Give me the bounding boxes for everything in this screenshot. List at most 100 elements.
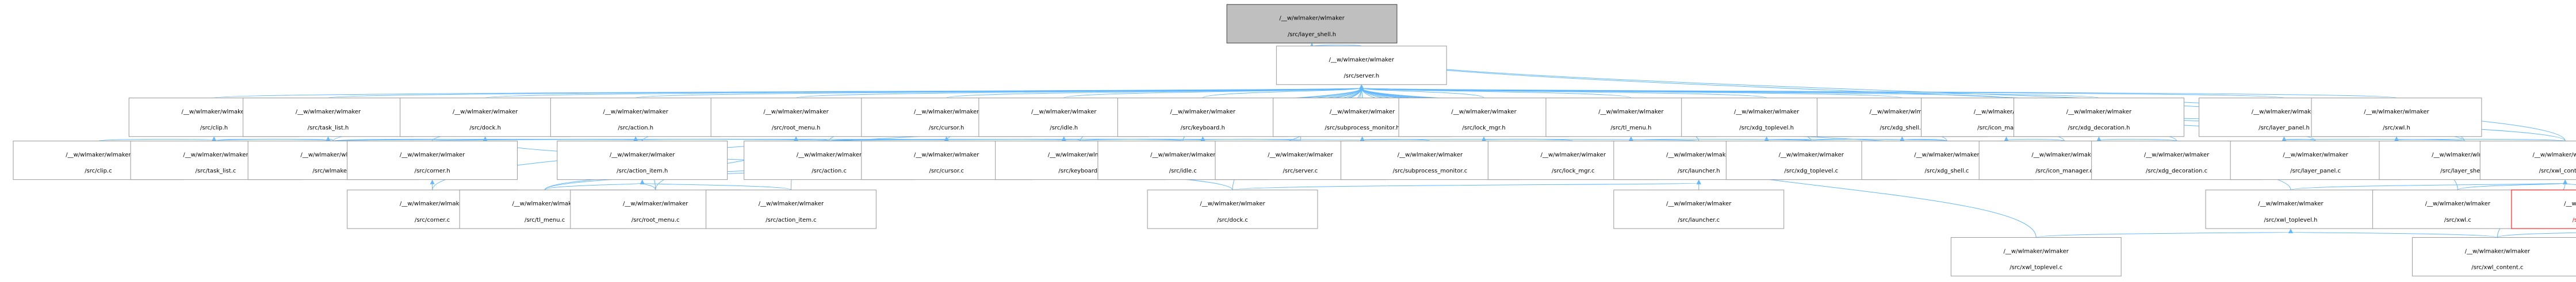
node-xwl-content-h[interactable]: /__w/wlmaker/wlmaker/src/xwl_content.h <box>2479 141 2576 180</box>
node-label-file: /src/idle.c <box>1169 168 1197 175</box>
node-label-path: /__w/wlmaker/wlmaker <box>1268 152 1333 158</box>
node-dock-c[interactable]: /__w/wlmaker/wlmaker/src/dock.c <box>1147 190 1318 229</box>
node-label-path: /__w/wlmaker/wlmaker <box>2004 248 2069 254</box>
node-label-file: /src/task_list.c <box>196 168 236 175</box>
edge-arrowhead <box>1360 136 1365 141</box>
edge-arrowhead <box>1696 179 1701 184</box>
node-label-file: /src/icon_manager.h <box>1977 125 2035 132</box>
node-box <box>1147 190 1318 229</box>
node-label-file: /src/xwl_popup.h <box>2573 217 2576 223</box>
node-xwl-content-c[interactable]: /__w/wlmaker/wlmaker/src/xwl_content.c <box>2412 237 2576 277</box>
node-label-path: /__w/wlmaker/wlmaker <box>2252 109 2317 115</box>
node-box <box>2511 190 2576 229</box>
node-label-file: /src/layer_panel.h <box>2259 125 2310 132</box>
node-label-path: /__w/wlmaker/wlmaker <box>1170 109 1236 115</box>
edge-xwl-popup-h-to-xwl-content-c <box>2497 232 2576 238</box>
edge-arrowhead <box>326 136 331 141</box>
node-launcher-c[interactable]: /__w/wlmaker/wlmaker/src/launcher.c <box>1613 190 1785 229</box>
node-keyboard-h[interactable]: /__w/wlmaker/wlmaker/src/keyboard.h <box>1117 98 1288 137</box>
edge-arrowhead <box>2563 179 2568 184</box>
node-label-file: /src/xwl_content.h <box>2539 168 2576 175</box>
node-box <box>1117 98 1288 137</box>
node-label-file: /src/root_menu.h <box>772 125 820 132</box>
node-box <box>1613 190 1785 229</box>
node-label-file: /src/dock.h <box>469 125 501 132</box>
node-task-list-h[interactable]: /__w/wlmaker/wlmaker/src/task_list.h <box>243 98 414 137</box>
edge-clip-h-to-clip-c <box>98 138 215 141</box>
node-label-path: /__w/wlmaker/wlmaker <box>914 109 979 115</box>
node-action-item-c[interactable]: /__w/wlmaker/wlmaker/src/action_item.c <box>706 190 876 229</box>
edge-launcher-h-to-dock-c <box>1232 183 1700 191</box>
node-corner-h[interactable]: /__w/wlmaker/wlmaker/src/corner.h <box>347 141 518 180</box>
node-label-path: /__w/wlmaker/wlmaker <box>2283 152 2348 158</box>
node-label-path: /__w/wlmaker/wlmaker <box>623 201 688 207</box>
node-box <box>2311 98 2482 137</box>
node-label-file: /src/subprocess_monitor.c <box>1393 168 1468 175</box>
node-label-file: /src/icon_manager.c <box>2035 168 2093 175</box>
node-label-file: /src/xdg_toplevel.h <box>1739 125 1794 132</box>
node-label-file: /src/xwl.h <box>2383 125 2410 132</box>
node-box <box>1276 45 1447 85</box>
edge-xwl-h-to-xwl-content-h <box>2396 138 2566 141</box>
edge-arrowhead <box>1482 136 1487 141</box>
node-action-h[interactable]: /__w/wlmaker/wlmaker/src/action.h <box>550 98 721 137</box>
node-action-item-h[interactable]: /__w/wlmaker/wlmaker/src/action_item.h <box>557 141 728 180</box>
node-label-path: /__w/wlmaker/wlmaker <box>300 152 366 158</box>
node-label-path: /__w/wlmaker/wlmaker <box>2465 248 2531 254</box>
edge-arrowhead <box>2282 136 2287 141</box>
edge-server-h-to-xwl-h <box>1361 87 2397 99</box>
edge-arrowhead <box>1628 136 1633 141</box>
node-label-path: /__w/wlmaker/wlmaker <box>1734 109 1800 115</box>
node-label-file: /src/lock_mgr.c <box>1552 168 1594 175</box>
node-label-path: /__w/wlmaker/wlmaker <box>2144 152 2210 158</box>
node-box <box>2014 98 2184 137</box>
node-label-path: /__w/wlmaker/wlmaker <box>1329 57 1395 63</box>
graph-nodes: /__w/wlmaker/wlmaker/src/layer_shell.h/_… <box>13 4 2576 277</box>
edge-server-h-to-keyboard-h <box>1202 87 1362 99</box>
node-xwl-h[interactable]: /__w/wlmaker/wlmaker/src/xwl.h <box>2311 98 2482 137</box>
node-layer-panel-c[interactable]: /__w/wlmaker/wlmaker/src/layer_panel.c <box>2230 141 2401 180</box>
node-label-file: /src/xwl_toplevel.c <box>2009 265 2062 271</box>
node-label-file: /src/layer_panel.c <box>2290 168 2341 175</box>
node-label-path: /__w/wlmaker/wlmaker <box>181 109 247 115</box>
node-root-menu-h[interactable]: /__w/wlmaker/wlmaker/src/root_menu.h <box>710 98 882 137</box>
node-layer-shell-h[interactable]: /__w/wlmaker/wlmaker/src/layer_shell.h <box>1226 4 1398 44</box>
node-label-path: /__w/wlmaker/wlmaker <box>1330 109 1395 115</box>
node-label-path: /__w/wlmaker/wlmaker <box>1279 16 1345 22</box>
node-dock-h[interactable]: /__w/wlmaker/wlmaker/src/dock.h <box>400 98 571 137</box>
edge-action-item-h-to-tl-menu-c <box>544 183 643 191</box>
node-lock-mgr-h[interactable]: /__w/wlmaker/wlmaker/src/lock_mgr.h <box>1398 98 1570 137</box>
node-label-file: /src/action.c <box>812 168 847 175</box>
node-label-file: /src/lock_mgr.h <box>1462 125 1505 132</box>
node-label-path: /__w/wlmaker/wlmaker <box>1541 152 1606 158</box>
node-label-file: /src/xwl.c <box>2444 217 2471 223</box>
node-label-path: /__w/wlmaker/wlmaker <box>763 109 829 115</box>
node-box <box>706 190 876 229</box>
node-server-h[interactable]: /__w/wlmaker/wlmaker/src/server.h <box>1276 45 1447 85</box>
edge-arrowhead <box>430 179 435 184</box>
node-label-path: /__w/wlmaker/wlmaker <box>610 152 675 158</box>
node-label-path: /__w/wlmaker/wlmaker <box>2066 109 2132 115</box>
edge-xwl-content-h-to-xwl-toplevel-h <box>2290 183 2566 191</box>
node-label-file: /src/wlmaker.c <box>312 168 354 175</box>
node-label-path: /__w/wlmaker/wlmaker <box>183 152 248 158</box>
edge-tl-menu-h-to-xdg-toplevel-c <box>1630 138 1812 141</box>
node-label-file: /src/layer_shell.h <box>1288 32 1336 38</box>
node-label-path: /__w/wlmaker/wlmaker <box>2258 201 2324 207</box>
node-xwl-toplevel-c[interactable]: /__w/wlmaker/wlmaker/src/xwl_toplevel.c <box>1950 237 2122 277</box>
node-label-path: /__w/wlmaker/wlmaker <box>603 109 669 115</box>
node-xwl-toplevel-h[interactable]: /__w/wlmaker/wlmaker/src/xwl_toplevel.h <box>2205 190 2376 229</box>
node-label-path: /__w/wlmaker/wlmaker <box>296 109 361 115</box>
node-label-path: /__w/wlmaker/wlmaker <box>914 152 979 158</box>
node-label-path: /__w/wlmaker/wlmaker <box>2364 109 2429 115</box>
node-label-file: /src/xdg_decoration.h <box>2068 125 2130 132</box>
node-label-file: /src/action_item.c <box>765 217 816 223</box>
node-label-file: /src/tl_menu.h <box>1610 125 1651 132</box>
node-label-path: /__w/wlmaker/wlmaker <box>1666 152 1732 158</box>
node-xdg-decoration-h[interactable]: /__w/wlmaker/wlmaker/src/xdg_decoration.… <box>2014 98 2184 137</box>
node-xwl-popup-h[interactable]: /__w/wlmaker/wlmaker/src/xwl_popup.h <box>2511 190 2576 229</box>
node-box <box>1950 237 2122 277</box>
node-label-path: /__w/wlmaker/wlmaker <box>1451 109 1517 115</box>
edge-arrowhead <box>483 136 488 141</box>
